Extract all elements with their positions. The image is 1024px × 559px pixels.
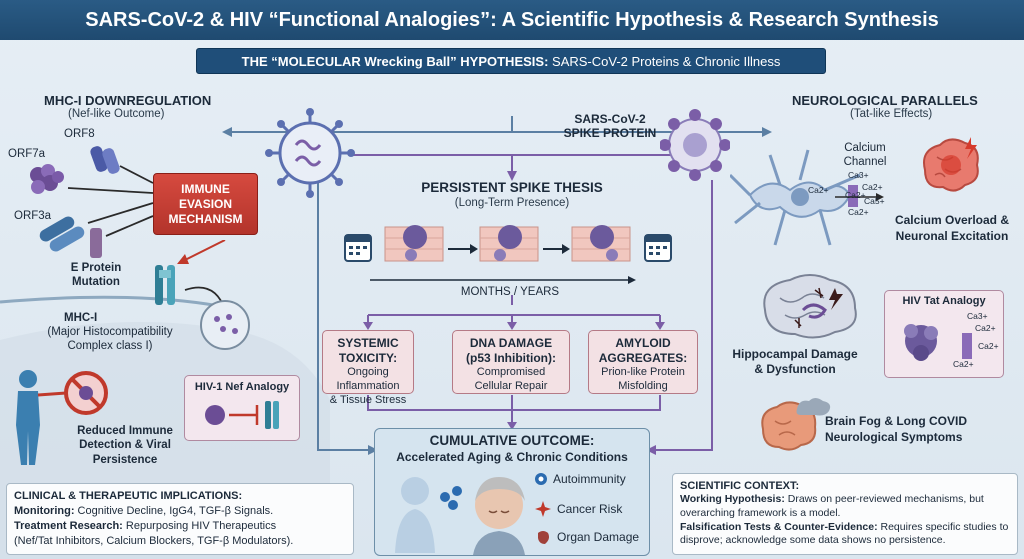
clinical-monitoring: Monitoring: Cognitive Decline, IgG4, TGF… [14, 504, 346, 519]
hypothesis-banner: THE “MOLECULAR Wrecking Ball” HYPOTHESIS… [196, 48, 826, 74]
ion-3: Ca2+ [862, 182, 883, 192]
ion-5: Ca2+ [848, 207, 869, 217]
dna-damage-box: DNA DAMAGE (p53 Inhibition): Compromised… [452, 330, 570, 394]
clinical-title: CLINICAL & THERAPEUTIC IMPLICATIONS: [14, 490, 243, 502]
ion-1: Ca2+ [808, 185, 829, 195]
brain-inflamed-icon [923, 137, 979, 192]
context-panel: SCIENTIFIC CONTEXT: Working Hypothesis: … [672, 473, 1018, 555]
systemic-title: SYSTEMIC [337, 336, 399, 350]
thesis-title: PERSISTENT SPIKE THESIS [421, 180, 603, 195]
neuro-title: NEUROLOGICAL PARALLELS [792, 93, 978, 108]
cancer-risk-icon [535, 501, 551, 517]
treatment-text: Repurposing HIV Therapeutics [122, 519, 277, 532]
aging-figures-icon [395, 477, 525, 555]
outcome-title: CUMULATIVE OUTCOME: [429, 433, 595, 448]
systemic-toxicity-box: SYSTEMIC TOXICITY: Ongoing Inflammation … [322, 330, 414, 406]
hypothesis-subtitle: SARS-CoV-2 Proteins & Chronic Illness [548, 54, 781, 69]
clinical-panel: CLINICAL & THERAPEUTIC IMPLICATIONS: Mon… [6, 483, 354, 555]
ft-text: Requires specific studies to disprove; a… [680, 520, 1009, 547]
context-title: SCIENTIFIC CONTEXT: [680, 480, 800, 492]
tat-analogy-title: HIV Tat Analogy [902, 295, 986, 307]
human-figure-icon [16, 370, 108, 465]
page-title: SARS-CoV-2 & HIV “Functional Analogies”:… [0, 0, 1024, 40]
mhc-label-line2: (Major Histocompatibility [47, 326, 173, 338]
hippocampal-label: Hippocampal Damage & Dysfunction [732, 347, 858, 376]
systemic-body: Ongoing Inflammation & Tissue Stress [329, 366, 407, 406]
treatment-text-2: (Nef/Tat Inhibitors, Calcium Blockers, T… [14, 534, 294, 547]
calcium-channel-label: Calcium Channel [843, 142, 887, 168]
outcome-item-cancer: Cancer Risk [557, 502, 623, 516]
brain-fog-icon [761, 398, 831, 451]
timeline-graphic [344, 225, 672, 284]
tat-ion-1: Ca3+ [967, 311, 988, 321]
outcome-item-organ: Organ Damage [557, 530, 640, 544]
tat-ion-2: Ca2+ [975, 323, 996, 333]
orf7a-label: ORF7a [8, 148, 46, 160]
amyloid-title-2: AGGREGATES: [598, 351, 688, 365]
tat-channel-icon [962, 333, 972, 359]
amyloid-body: Prion-like Protein Misfolding [601, 366, 685, 392]
spike-protein-label: SARS-CoV-2 SPIKE PROTEIN [563, 112, 657, 141]
brain-hippocampus-icon [763, 274, 857, 339]
context-working-hypothesis: Working Hypothesis: Draws on peer-review… [680, 493, 1010, 520]
treatment-label: Treatment Research: [14, 519, 123, 532]
orf8-label: ORF8 [64, 128, 95, 140]
nef-inhibition-icon [205, 401, 279, 429]
monitoring-label: Monitoring: [14, 504, 75, 517]
clinical-treatment: Treatment Research: Repurposing HIV Ther… [14, 519, 346, 534]
timeline-label: MONTHS / YEARS [460, 286, 560, 298]
calcium-overload-label: Calcium Overload & Neuronal Excitation [894, 213, 1010, 243]
wh-label: Working Hypothesis: [680, 493, 785, 506]
monitoring-text: Cognitive Decline, IgG4, TGF-β Signals. [74, 504, 274, 517]
ion-6: Ca2+ [845, 190, 866, 200]
reduced-detection-label: Reduced Immune Detection & Viral Persist… [77, 425, 173, 466]
ion-2: Ca3+ [848, 170, 869, 180]
ion-4: Ca5+ [864, 196, 885, 206]
spike-protein-icon [660, 109, 730, 181]
mhc-receptor-icon [155, 240, 226, 311]
mhc-subtitle: (Nef-like Outcome) [68, 108, 165, 120]
wh-text: Draws on peer-reviewed mechanisms, but o… [680, 493, 984, 519]
tat-analogy-box: HIV Tat Analogy Ca3+ Ca2+ Ca2+ Ca2+ [884, 290, 1004, 378]
mhc-label-line3: Complex class I) [67, 340, 153, 352]
nef-analogy-title: HIV-1 Nef Analogy [194, 381, 290, 393]
nef-analogy-box: HIV-1 Nef Analogy [184, 375, 300, 441]
endocytic-vesicle-icon [200, 300, 250, 350]
ft-label: Falsification Tests & Counter-Evidence: [680, 520, 878, 533]
immune-evasion-box: IMMUNE EVASION MECHANISM [153, 173, 258, 235]
context-falsification: Falsification Tests & Counter-Evidence: … [680, 521, 1010, 548]
thesis-subtitle: (Long-Term Presence) [454, 197, 570, 209]
virus-icon [265, 108, 355, 198]
systemic-title-2: TOXICITY: [338, 351, 398, 365]
amyloid-box: AMYLOID AGGREGATES: Prion-like Protein M… [588, 330, 698, 394]
cumulative-outcome-box: CUMULATIVE OUTCOME: Accelerated Aging & … [374, 428, 650, 556]
tat-ion-4: Ca2+ [953, 359, 974, 369]
neuron-icon [730, 149, 884, 246]
dna-body: Compromised Cellular Repair [474, 366, 548, 392]
brain-fog-label: Brain Fog & Long COVID Neurological Symp… [825, 414, 967, 444]
orf3a-label: ORF3a [14, 210, 52, 222]
hypothesis-title: THE “MOLECULAR Wrecking Ball” HYPOTHESIS… [241, 54, 549, 69]
outcome-item-autoimmunity: Autoimmunity [553, 472, 626, 486]
e-protein-label: E Protein Mutation [70, 262, 122, 288]
tat-ion-3: Ca2+ [978, 341, 999, 351]
tat-protein-icon [904, 324, 938, 361]
mhc-label: MHC-I [64, 312, 98, 324]
viral-proteins-icon [30, 146, 154, 258]
mhc-title: MHC-I DOWNREGULATION [44, 93, 212, 108]
amyloid-title: AMYLOID [615, 336, 671, 350]
dna-title-2: (p53 Inhibition): [466, 351, 556, 365]
autoimmunity-icon [535, 473, 547, 485]
dna-title: DNA DAMAGE [469, 336, 553, 350]
organ-damage-icon [538, 531, 549, 544]
outcome-subtitle: Accelerated Aging & Chronic Conditions [396, 450, 628, 464]
neuro-subtitle: (Tat-like Effects) [850, 108, 933, 120]
